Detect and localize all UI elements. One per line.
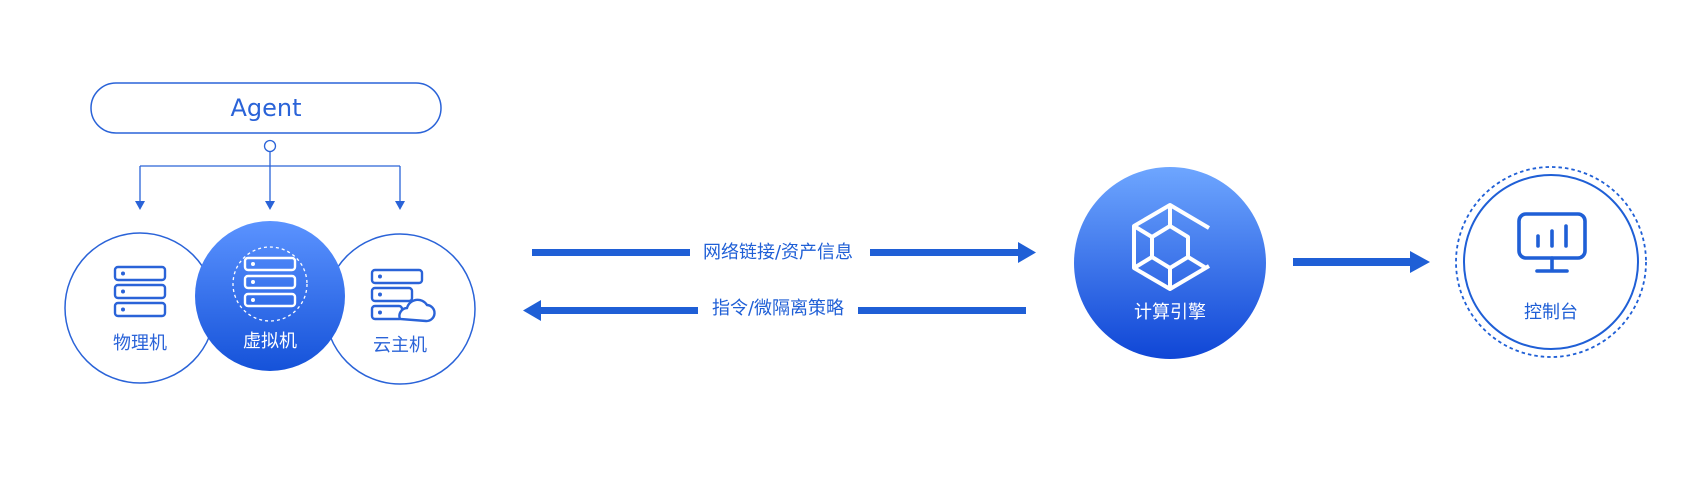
agent-box: Agent xyxy=(90,82,442,134)
uplink-label: 网络链接/资产信息 xyxy=(703,242,853,263)
downlink-flow: 指令/微隔离策略 xyxy=(523,298,1026,321)
physical-host-label: 物理机 xyxy=(113,333,167,354)
virtual-server-icon xyxy=(243,256,297,308)
cloud-server-leds xyxy=(378,274,382,315)
engine-label: 计算引擎 xyxy=(1134,302,1206,323)
agent-connector xyxy=(139,139,401,202)
virtual-host-label: 虚拟机 xyxy=(243,331,297,352)
virtual-host-node: 虚拟机 xyxy=(195,221,345,371)
console-node: 控制台 xyxy=(1455,166,1647,358)
server-leds xyxy=(121,271,125,312)
agent-label: Agent xyxy=(230,94,301,122)
connector-arrowheads xyxy=(135,201,405,210)
cloud-host-node: 云主机 xyxy=(324,233,476,385)
cloud-host-label: 云主机 xyxy=(373,335,427,356)
engine-node: 计算引擎 xyxy=(1074,167,1266,359)
uplink-flow: 网络链接/资产信息 xyxy=(532,242,1036,263)
downlink-label: 指令/微隔离策略 xyxy=(712,298,844,319)
cloud-server-icon xyxy=(370,268,436,323)
server-rack-icon xyxy=(113,265,167,318)
monitor-chart-icon xyxy=(1517,212,1587,273)
physical-host-node: 物理机 xyxy=(64,232,216,384)
hexagon-engine-icon xyxy=(1132,203,1211,291)
virtual-server-leds xyxy=(251,262,255,302)
console-label: 控制台 xyxy=(1524,302,1578,323)
engine-to-console-arrow xyxy=(1293,251,1430,273)
